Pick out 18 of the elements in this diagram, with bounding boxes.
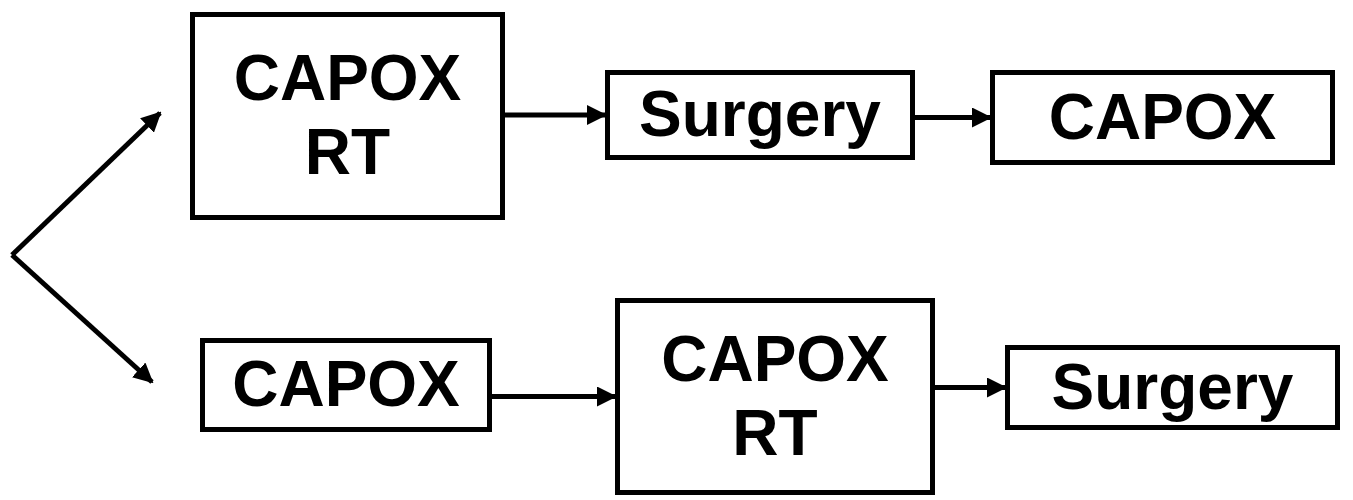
box-label: CAPOX RT	[232, 42, 463, 190]
process-box	[615, 298, 935, 495]
arrow	[492, 386, 617, 407]
box-label: CAPOX RT	[660, 322, 890, 471]
process-box	[990, 70, 1335, 165]
box-label: CAPOX	[231, 348, 461, 422]
arrow	[10, 253, 154, 384]
box-label: CAPOX	[1047, 80, 1278, 155]
box-label: Surgery	[1050, 350, 1295, 425]
arrow	[505, 105, 607, 125]
process-box	[605, 70, 915, 160]
box-label: Surgery	[638, 78, 882, 152]
arrow	[10, 111, 162, 257]
process-box	[200, 338, 492, 432]
process-box	[1005, 345, 1340, 430]
process-box	[190, 12, 505, 220]
arrow	[935, 377, 1007, 398]
arrow	[915, 107, 992, 128]
